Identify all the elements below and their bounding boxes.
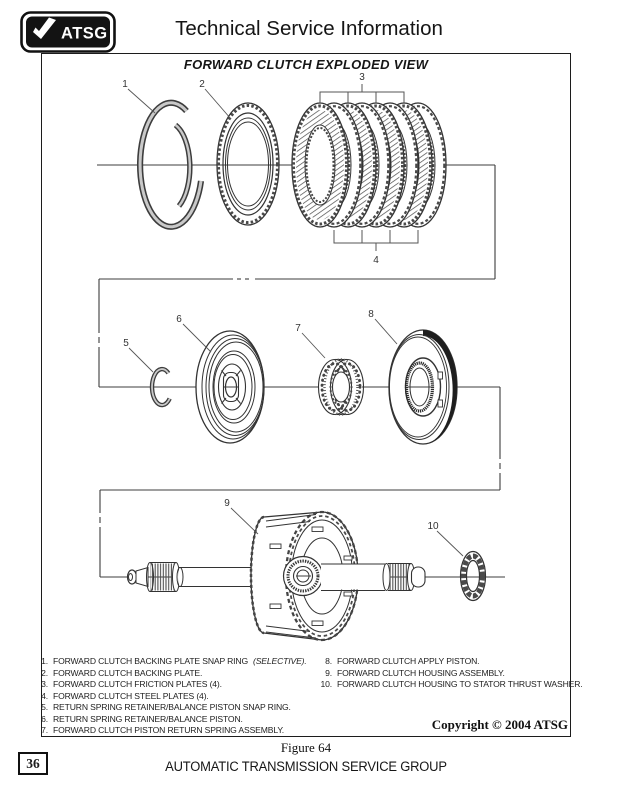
callout-brackets	[319, 84, 419, 251]
callout-3: 3	[359, 72, 365, 83]
callout-leader-lines	[127, 88, 464, 557]
page-title: Technical Service Information	[175, 17, 443, 40]
legend-num: 3.	[41, 679, 48, 690]
friction-plate	[291, 102, 349, 228]
logo-text: ATSG	[61, 25, 108, 43]
legend-num: 4.	[41, 690, 48, 701]
legend-label: RETURN SPRING RETAINER/BALANCE PISTON SN…	[53, 702, 291, 713]
diagram-panel	[41, 53, 571, 737]
legend-num: 6.	[41, 713, 48, 724]
page-number: 36	[26, 755, 40, 771]
legend-item-1: 1. FORWARD CLUTCH BACKING PLATE SNAP RING…	[32, 656, 307, 668]
legend-left-column: 1. FORWARD CLUTCH BACKING PLATE SNAP RING…	[32, 656, 307, 737]
copyright-notice: Copyright © 2004 ATSG	[431, 717, 568, 732]
organization-name: AUTOMATIC TRANSMISSION SERVICE GROUP	[165, 759, 447, 774]
part-8-apply-piston	[388, 329, 458, 445]
legend-item-6: 6. RETURN SPRING RETAINER/BALANCE PISTON.	[32, 714, 307, 726]
legend-right-column: 8. FORWARD CLUTCH APPLY PISTON. 9. FORWARD…	[316, 656, 583, 691]
legend-label: FORWARD CLUTCH APPLY PISTON.	[337, 656, 480, 666]
legend-num: 5.	[41, 702, 48, 713]
legend-num: 10.	[320, 679, 333, 690]
legend-item-5: 5. RETURN SPRING RETAINER/BALANCE PISTON …	[32, 702, 307, 714]
legend-item-9: 9. FORWARD CLUTCH HOUSING ASSEMBLY.	[316, 668, 583, 680]
part-6-balance-piston	[195, 330, 265, 444]
part-2-backing-plate	[216, 102, 280, 226]
callout-1: 1	[122, 79, 128, 90]
legend-label: FORWARD CLUTCH HOUSING TO STATOR THRUST …	[337, 679, 583, 690]
callout-8: 8	[368, 309, 374, 320]
legend-num: 2.	[41, 667, 48, 678]
part-5-balance-piston-snap-ring	[149, 366, 172, 408]
figure-caption: Figure 64	[280, 740, 332, 755]
legend-label: FORWARD CLUTCH BACKING PLATE.	[53, 667, 203, 678]
diagram-title: FORWARD CLUTCH EXPLODED VIEW	[183, 57, 429, 72]
callout-2: 2	[199, 79, 205, 90]
callout-9: 9	[224, 498, 230, 509]
atsg-logo-graphic: ATSG	[20, 11, 116, 53]
callout-7: 7	[295, 323, 301, 334]
legend-label: FORWARD CLUTCH STEEL PLATES (4).	[53, 690, 209, 701]
callout-5: 5	[123, 338, 129, 349]
legend-num: 7.	[41, 725, 48, 736]
callout-4: 4	[373, 255, 379, 266]
part-7-return-spring-assembly	[317, 355, 365, 419]
legend-item-7: 7. FORWARD CLUTCH PISTON RETURN SPRING AS…	[32, 725, 307, 737]
legend-num: 1.	[41, 656, 48, 666]
legend-label: RETURN SPRING RETAINER/BALANCE PISTON.	[53, 713, 243, 724]
exploded-view-diagram: 1 2 3 4 5 6 7 8 9 10	[97, 72, 505, 642]
legend-label: FORWARD CLUTCH HOUSING ASSEMBLY.	[337, 667, 505, 678]
page-number-box: 36	[18, 752, 48, 775]
legend-item-4: 4. FORWARD CLUTCH STEEL PLATES (4).	[32, 691, 307, 703]
part-9-housing-assembly	[126, 510, 426, 642]
legend-label: FORWARD CLUTCH FRICTION PLATES (4).	[53, 679, 222, 690]
legend-label: FORWARD CLUTCH PISTON RETURN SPRING ASSE…	[53, 725, 285, 736]
legend-item-2: 2. FORWARD CLUTCH BACKING PLATE.	[32, 668, 307, 680]
callout-6: 6	[176, 314, 182, 325]
atsg-logo: ATSG	[20, 11, 116, 53]
part-1-backing-plate-snap-ring	[136, 99, 205, 230]
legend-label: FORWARD CLUTCH BACKING PLATE SNAP RING	[53, 656, 249, 666]
legend-note: (SELECTIVE).	[253, 656, 307, 666]
part-3-4-clutch-plate-pack	[291, 102, 447, 228]
part-10-thrust-washer	[459, 550, 487, 602]
callout-10: 10	[427, 521, 439, 532]
check-icon	[33, 17, 56, 39]
legend-num: 9.	[325, 667, 332, 678]
legend-item-3: 3. FORWARD CLUTCH FRICTION PLATES (4).	[32, 679, 307, 691]
callout-numbers: 1 2 3 4 5 6 7 8 9 10	[122, 72, 439, 532]
legend-num: 8.	[325, 656, 332, 666]
legend-item-8: 8. FORWARD CLUTCH APPLY PISTON.	[316, 656, 583, 668]
legend-item-10: 10. FORWARD CLUTCH HOUSING TO STATOR THRU…	[316, 679, 583, 691]
